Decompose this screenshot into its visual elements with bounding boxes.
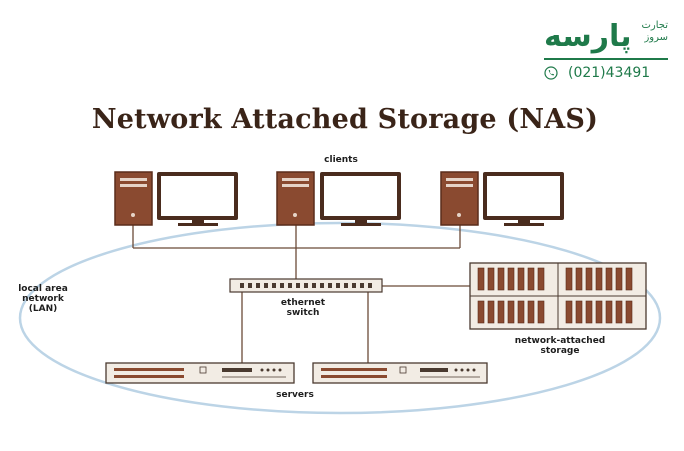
network-links <box>132 225 470 363</box>
diagram-title: Network Attached Storage (NAS) <box>91 104 599 135</box>
label-clients: clients <box>324 155 358 165</box>
label-network-attached-storage: network-attached storage <box>514 336 606 356</box>
server-2 <box>312 362 488 384</box>
monitor-screen <box>324 176 397 216</box>
phone-icon <box>544 66 558 80</box>
phone-number: (021)43491 <box>568 65 651 81</box>
brand-rule <box>544 58 668 60</box>
server-1 <box>105 362 295 384</box>
phone-row: (021)43491 <box>544 64 668 82</box>
client-1 <box>114 171 238 226</box>
nas-rack <box>469 262 647 330</box>
lan-ellipse <box>18 221 662 415</box>
client-3 <box>440 171 564 226</box>
ethernet-switch <box>229 278 383 293</box>
brand-tagline: تجارت سروز <box>641 20 668 43</box>
client-2 <box>276 171 401 226</box>
monitor-screen <box>161 176 234 216</box>
label-servers: servers <box>276 390 314 400</box>
brand-logo: پارسه تجارت سروز (021)43491 <box>544 16 668 84</box>
monitor-screen <box>487 176 560 216</box>
brand-name: پارسه <box>544 19 632 54</box>
label-ethernet-switch: ethernet switch <box>280 298 326 318</box>
label-lan: local area network (LAN) <box>18 284 68 314</box>
